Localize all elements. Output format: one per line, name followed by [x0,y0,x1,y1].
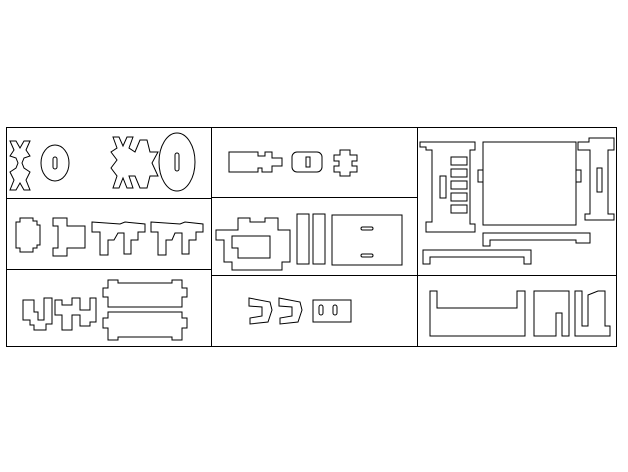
u-frame-inner [232,236,270,258]
side-brace-slot [597,168,602,192]
center-panel-side-tab-right [576,170,581,182]
side-brace-stepped-left [534,291,569,336]
slotted-rail-top [103,280,187,307]
ladder-rung-1 [451,157,467,165]
disc-small-slot [53,157,57,169]
region-b2-u-frame [216,214,402,270]
region-c2-box-panel [430,291,610,336]
bowtie-end-cap-right [111,137,158,188]
v-clip-left [249,298,272,324]
center-panel [483,142,576,225]
slotted-post-left [297,214,309,264]
cross-connector [334,150,357,176]
center-panel-side-tab-left [478,170,483,182]
long-tabbed-bar [229,152,282,172]
side-brace-right [578,138,614,220]
stepped-part-right [55,298,96,330]
region-b1-tabbed-blocks [229,150,357,176]
long-rail-lower [423,250,531,264]
t-joint-left [92,222,145,255]
disc-large-slot [175,153,179,171]
c-bracket-center [53,218,85,256]
slotted-plate [332,215,402,265]
slotted-post-right [313,214,325,264]
region-b3-v-clips [249,298,351,324]
c-bracket-left [16,218,40,252]
region-c1-main-frame [420,138,614,264]
slotted-rail-bottom [103,312,187,340]
ladder-rung-2 [451,169,467,177]
ladder-rung-3 [451,181,467,189]
notched-block-slot [306,157,310,167]
side-brace-stepped-right [575,291,610,336]
slotted-plate-slot-top [361,227,373,230]
long-rail-upper [483,233,590,246]
ladder-rung-5 [451,205,467,213]
small-slotted-plate [313,300,351,322]
small-plate-slot-right [333,305,337,315]
u-frame-outer [216,218,290,270]
region-a2-brackets [16,218,203,256]
t-joint-right [151,222,203,255]
bowtie-end-cap-left [10,141,30,190]
v-clip-right [279,298,302,324]
layout-grid [7,128,617,347]
ladder-frame-left [420,142,475,232]
ladder-rung-4 [451,193,467,201]
round-disc-large [159,133,195,191]
small-plate-slot-left [319,305,323,315]
stepped-part-left [23,298,52,330]
region-a3-stepped-parts [23,280,187,340]
slotted-plate-slot-bottom [361,254,373,257]
outer-border [7,128,617,347]
region-a1-end-caps [10,133,195,191]
ladder-slot-left [440,176,446,198]
slotted-box-panel [430,291,525,336]
round-disc-small [41,145,69,181]
notched-block [292,152,322,172]
